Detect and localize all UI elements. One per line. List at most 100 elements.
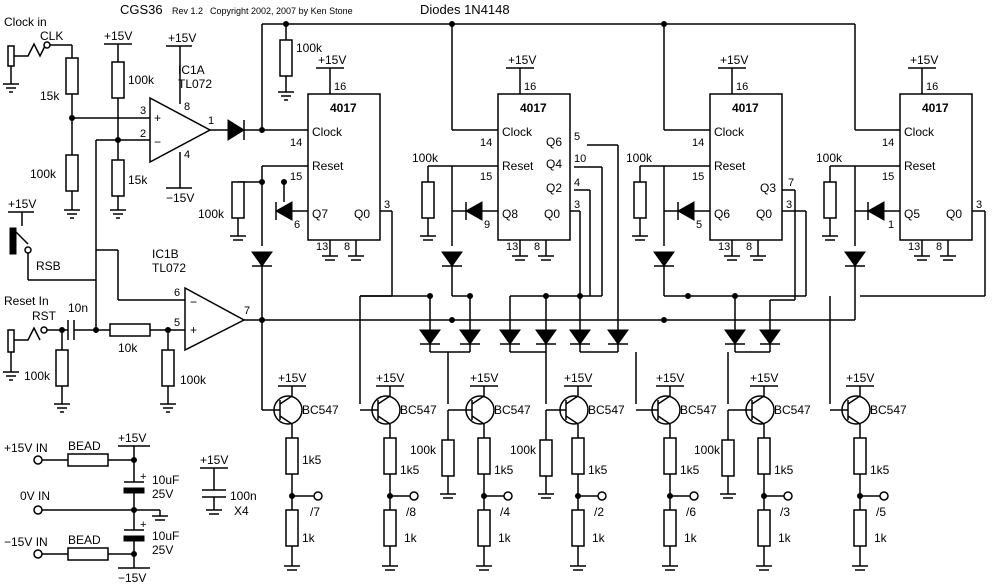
ic1b-pin6: 6 bbox=[174, 287, 180, 299]
rail-pos-c3: +15V bbox=[720, 53, 748, 67]
r-100k-label-9: 100k bbox=[180, 373, 207, 387]
chip4-qleft: Q5 bbox=[904, 207, 920, 221]
resistor-10k bbox=[109, 323, 151, 337]
rail-pos-rsb: +15V bbox=[8, 197, 36, 211]
stage7-r1k5: 1k5 bbox=[870, 463, 890, 477]
chip1-pin16: 16 bbox=[334, 81, 346, 93]
rail-pos-pwr: +15V bbox=[118, 431, 146, 445]
opamp-ic1b bbox=[184, 286, 246, 352]
out-4: /4 bbox=[500, 505, 510, 519]
cap-x4-label: X4 bbox=[234, 504, 249, 518]
cap-10uf-neg bbox=[123, 535, 145, 542]
stage4-rail: +15V bbox=[564, 371, 592, 385]
stage5-r1k5: 1k5 bbox=[680, 463, 700, 477]
diode-matrix bbox=[419, 329, 781, 345]
ic1b-label: IC1B bbox=[152, 247, 179, 261]
chip4-reset: Reset bbox=[904, 159, 936, 173]
cap1-value: 10uF bbox=[152, 473, 179, 487]
r-100k-label-8: 100k bbox=[24, 369, 51, 383]
ic1a-minus: − bbox=[154, 135, 161, 149]
schematic-title: CGS36 bbox=[120, 2, 163, 17]
stage4-r1k5: 1k5 bbox=[588, 463, 608, 477]
stage3-r1k: 1k bbox=[498, 531, 512, 545]
rail-pos-c1: +15V bbox=[318, 53, 346, 67]
rail-pos-c4: +15V bbox=[910, 53, 938, 67]
chip1-pin3: 3 bbox=[384, 199, 390, 211]
chip2-q0: Q0 bbox=[544, 207, 560, 221]
r-15k-label: 15k bbox=[40, 89, 60, 103]
chip-4017-1: 4017 Clock Reset Q7 Q0 bbox=[307, 93, 381, 241]
rail-pos-2: +15V bbox=[168, 31, 196, 45]
ic1a-pin1: 1 bbox=[208, 115, 214, 127]
chip2-pin13: 13 bbox=[506, 241, 518, 253]
ic1a-pin8: 8 bbox=[184, 101, 190, 113]
chip2-qleft: Q8 bbox=[502, 207, 518, 221]
ic1a-label: IC1A bbox=[178, 63, 205, 77]
stage2-bc547: BC547 bbox=[400, 403, 437, 417]
resistor-100k-input-gnd bbox=[65, 154, 79, 192]
diode-rst-4 bbox=[844, 251, 866, 267]
bead-pos bbox=[67, 453, 109, 467]
chip2-q2: Q2 bbox=[546, 181, 562, 195]
cap2-volt: 25V bbox=[152, 543, 173, 557]
chip4-clock: Clock bbox=[904, 125, 935, 139]
r-100k-label-4: 100k bbox=[198, 207, 225, 221]
diode-reset-4 bbox=[866, 201, 885, 221]
chip1-clock: Clock bbox=[312, 125, 343, 139]
cap-10n-label: 10n bbox=[68, 301, 88, 315]
chip4-pin15: 15 bbox=[882, 171, 894, 183]
out-5: /5 bbox=[876, 505, 886, 519]
r-100k-label-2: 100k bbox=[128, 73, 155, 87]
stage5-bc547: BC547 bbox=[680, 403, 717, 417]
resistor-100k-reset2 bbox=[421, 181, 435, 219]
r-100k-label-6: 100k bbox=[626, 151, 653, 165]
stage3-r1k5: 1k5 bbox=[494, 463, 514, 477]
chip3-qleft: Q6 bbox=[714, 207, 730, 221]
stage2-r1k5: 1k5 bbox=[400, 463, 420, 477]
chip3-pin13: 13 bbox=[718, 241, 730, 253]
ic1b-plus: + bbox=[190, 323, 197, 337]
stage7-rail: +15V bbox=[846, 371, 874, 385]
r-100k-label-3: 100k bbox=[296, 41, 323, 55]
chip4-pin14: 14 bbox=[882, 137, 894, 149]
stage7-r1k: 1k bbox=[874, 531, 888, 545]
out-6: /6 bbox=[686, 505, 696, 519]
chip1-pin6: 6 bbox=[294, 219, 300, 231]
chip2-q6: Q6 bbox=[546, 135, 562, 149]
ic1a-plus: + bbox=[154, 111, 161, 125]
out-8: /8 bbox=[406, 505, 416, 519]
stage4-bc547: BC547 bbox=[588, 403, 625, 417]
ic1b-type: TL072 bbox=[152, 261, 186, 275]
chip2-pin8: 8 bbox=[534, 241, 540, 253]
cap2-value: 10uF bbox=[152, 529, 179, 543]
chip1-q0: Q0 bbox=[354, 207, 370, 221]
stage1-r1k5: 1k5 bbox=[302, 453, 322, 467]
chip1-pin8: 8 bbox=[344, 241, 350, 253]
resistor-100k-bias bbox=[111, 61, 125, 99]
stage3-r100k: 100k bbox=[410, 443, 437, 457]
chip2-pin10: 10 bbox=[574, 153, 586, 165]
stage4-r1k: 1k bbox=[592, 531, 606, 545]
ic1a-pin3: 3 bbox=[140, 105, 146, 117]
out-2: /2 bbox=[594, 505, 604, 519]
cap1-plus: + bbox=[140, 471, 146, 483]
rail-neg-pwr: −15V bbox=[118, 571, 146, 585]
ic1b-minus: − bbox=[190, 295, 197, 309]
r-100k-label-5: 100k bbox=[412, 151, 439, 165]
stage5-r1k: 1k bbox=[684, 531, 698, 545]
out-7: /7 bbox=[310, 505, 320, 519]
chip-4017-3: 4017 Clock Reset Q6 Q0 Q3 bbox=[709, 93, 783, 241]
stage6-bc547: BC547 bbox=[774, 403, 811, 417]
cap2-plus: + bbox=[140, 519, 146, 531]
rail-pos-1: +15V bbox=[104, 29, 132, 43]
chip-4017-4: 4017 Clock Reset Q5 Q0 bbox=[899, 93, 973, 241]
bead-neg bbox=[67, 547, 109, 561]
resistor-15k-bias bbox=[111, 159, 125, 197]
rsb-button bbox=[9, 227, 17, 255]
pos-in-label: +15V IN bbox=[4, 441, 48, 455]
chip-4017-2: 4017 Clock Reset Q8 Q0 Q6 Q4 Q2 bbox=[497, 93, 571, 241]
ic1a-pin2: 2 bbox=[140, 128, 146, 140]
resistor-100k-rst bbox=[55, 349, 69, 387]
resistor-100k-reset1 bbox=[231, 181, 245, 219]
diodes-label: Diodes 1N4148 bbox=[420, 2, 510, 17]
